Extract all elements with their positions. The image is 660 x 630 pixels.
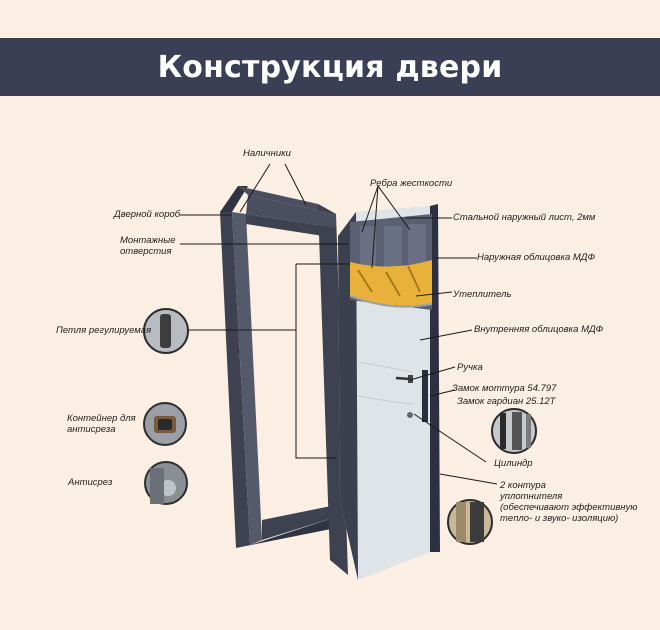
label-montazhnye: Монтажные — [120, 235, 176, 246]
door-leaf — [338, 204, 440, 580]
label-kontura-2: уплотнителя — [500, 491, 563, 502]
label-antisrez: Антисрез — [68, 477, 113, 488]
detail-circle-container — [143, 402, 187, 446]
label-rebra: Ребра жесткости — [370, 178, 453, 189]
label-naruzhnaya-mdf: Наружная облицовка МДФ — [477, 252, 596, 263]
label-nalichniki: Наличники — [243, 148, 291, 159]
label-konteyner-2: антисреза — [67, 424, 116, 435]
label-tsilindr: Цилиндр — [494, 458, 533, 469]
label-uteplitel: Утеплитель — [453, 289, 512, 300]
label-vnutrennyaya-mdf: Внутренняя облицовка МДФ — [474, 324, 604, 335]
label-zamok-mottura: Замок моттура 54.797 — [452, 383, 557, 394]
label-ruchka: Ручка — [457, 362, 483, 373]
label-kontura-4: тепло- и звуко- изоляцию) — [500, 513, 619, 524]
label-stalnoy-list: Стальной наружный лист, 2мм — [453, 212, 596, 223]
label-petlya: Петля регулируемая — [56, 325, 152, 336]
label-zamok-gardian: Замок гардиан 25.12Т — [457, 396, 556, 407]
detail-circle-antisrez — [144, 461, 188, 505]
detail-circle-seal — [447, 499, 493, 545]
page-header: Конструкция двери — [0, 38, 660, 96]
detail-circle-cylinder — [491, 408, 537, 454]
label-konteyner-1: Контейнер для — [67, 413, 136, 424]
leader-lines — [180, 163, 498, 485]
label-kontura-1: 2 контура — [500, 480, 546, 491]
label-dvernoy-korob: Дверной короб — [114, 209, 181, 220]
label-otverstiya: отверстия — [120, 246, 172, 257]
detail-circle-hinge — [143, 308, 189, 354]
page-title: Конструкция двери — [157, 49, 503, 85]
label-kontura-3: (обеспечивают эффективную — [500, 502, 638, 513]
